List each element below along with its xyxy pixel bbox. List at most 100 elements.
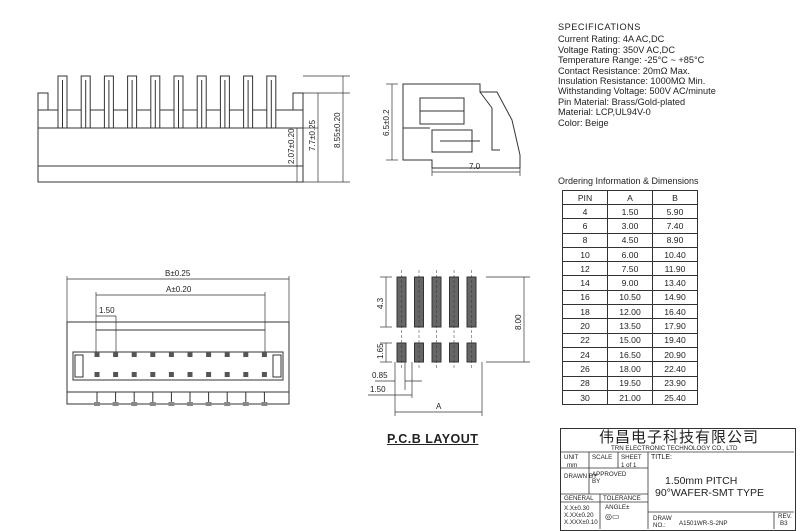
drawn-by-label: DRAWN BY bbox=[564, 473, 598, 480]
bottom-pin-pad bbox=[261, 352, 267, 357]
cell-b: 13.40 bbox=[652, 275, 698, 291]
bottom-view bbox=[66, 321, 290, 406]
dim-pcb-0-85: 0.85 bbox=[372, 371, 388, 380]
bottom-smt-lead bbox=[94, 402, 100, 406]
dim-side-7-0: 7.0 bbox=[469, 162, 481, 171]
cell-a: 7.50 bbox=[607, 261, 653, 277]
cell-b: 11.90 bbox=[652, 261, 698, 277]
bottom-smt-lead bbox=[131, 402, 138, 406]
cell-pin: 6 bbox=[562, 218, 608, 234]
dim-pcb-1-50: 1.50 bbox=[370, 385, 386, 394]
cell-pin: 26 bbox=[562, 361, 608, 377]
side-view bbox=[402, 83, 521, 169]
cell-pin: 12 bbox=[562, 261, 608, 277]
dim-front-8-55: 8.55±0.20 bbox=[333, 112, 342, 148]
bottom-pin-pad bbox=[261, 372, 267, 377]
cell-a: 4.50 bbox=[607, 232, 653, 248]
bottom-pin-pad bbox=[94, 352, 100, 357]
tolerance-3: X.XXX±0.10 bbox=[564, 519, 598, 526]
cell-b: 8.90 bbox=[652, 232, 698, 248]
approved-by-label: APPROVED BY bbox=[592, 471, 627, 485]
pcb-layout-view bbox=[396, 270, 477, 370]
bottom-pin-pad bbox=[243, 372, 249, 377]
cell-a: 3.00 bbox=[607, 218, 653, 234]
bottom-pin-pad bbox=[150, 372, 156, 377]
tolerance-2: X.XX±0.20 bbox=[564, 512, 594, 519]
sheet-label: SHEET bbox=[621, 454, 642, 461]
front-view bbox=[37, 75, 304, 183]
angle-symbol-icon: ◎▭ bbox=[605, 512, 620, 521]
unit-label: UNIT bbox=[564, 454, 579, 461]
front-housing bbox=[37, 109, 304, 183]
bottom-smt-lead bbox=[187, 402, 193, 406]
cell-b: 17.90 bbox=[652, 318, 698, 334]
spec-line: Current Rating: 4A AC,DC bbox=[558, 34, 665, 45]
cell-pin: 28 bbox=[562, 375, 608, 391]
title-label: TITLE: bbox=[651, 454, 673, 461]
cell-b: 22.40 bbox=[652, 361, 698, 377]
bottom-pin-pad bbox=[168, 352, 174, 357]
cell-b: 5.90 bbox=[652, 203, 698, 220]
cell-a: 16.50 bbox=[607, 346, 653, 363]
rev-label: REV. bbox=[778, 513, 792, 520]
dim-side-6-5: 6.5±0.2 bbox=[382, 109, 391, 136]
bottom-smt-lead bbox=[242, 402, 249, 406]
dim-pcb-8-00: 8.00 bbox=[514, 314, 523, 330]
bottom-smt-lead bbox=[224, 402, 231, 406]
bottom-pin-pad bbox=[168, 372, 174, 377]
specifications-block: SPECIFICATIONS Current Rating: 4A AC,DC … bbox=[558, 22, 716, 128]
general-label: GENERAL bbox=[564, 495, 594, 502]
cell-pin: 22 bbox=[562, 332, 608, 348]
specifications-heading: SPECIFICATIONS bbox=[558, 22, 641, 32]
cell-b: 7.40 bbox=[652, 218, 698, 234]
cell-a: 9.00 bbox=[607, 275, 653, 291]
cell-b: 14.90 bbox=[652, 289, 698, 306]
cell-b: 25.40 bbox=[652, 389, 698, 406]
cell-pin: 18 bbox=[562, 304, 608, 320]
col-header-a: A bbox=[607, 190, 653, 205]
col-header-b: B bbox=[652, 190, 698, 205]
bottom-smt-lead bbox=[205, 402, 212, 406]
draw-no-label: DRAW NO.: bbox=[653, 515, 672, 529]
cell-a: 15.00 bbox=[607, 332, 653, 348]
front-pins bbox=[57, 75, 277, 129]
sheet-value: 1 of 1 bbox=[621, 462, 637, 469]
spec-line: Voltage Rating: 350V AC,DC bbox=[558, 44, 675, 55]
table-header-row: PIN A B bbox=[562, 190, 698, 205]
pcb-layout-label: P.C.B LAYOUT bbox=[387, 432, 479, 446]
rev-value: B3 bbox=[780, 520, 788, 527]
dim-bottom-pitch: 1.50 bbox=[99, 306, 115, 315]
bottom-pin-pad bbox=[113, 352, 119, 357]
spec-line: Contact Resistance: 20mΩ Max. bbox=[558, 65, 690, 76]
draw-no: A1501WR-S-2NP bbox=[679, 520, 728, 527]
cell-pin: 4 bbox=[562, 203, 608, 220]
cell-b: 20.90 bbox=[652, 346, 698, 363]
bottom-pin-pad bbox=[224, 372, 230, 377]
cell-b: 10.40 bbox=[652, 246, 698, 263]
cell-pin: 8 bbox=[562, 232, 608, 248]
bottom-smt-lead bbox=[261, 402, 268, 406]
cell-a: 6.00 bbox=[607, 246, 653, 263]
scale-label: SCALE bbox=[592, 454, 613, 461]
bottom-smt-lead bbox=[112, 402, 119, 406]
cell-pin: 30 bbox=[562, 389, 608, 406]
title-block: 伟昌电子科技有限公司 TRN ELECTRONIC TECHNOLOGY CO.… bbox=[560, 428, 796, 531]
cell-a: 13.50 bbox=[607, 318, 653, 334]
spec-line: Temperature Range: -25°C ~ +85°C bbox=[558, 55, 705, 66]
cell-pin: 20 bbox=[562, 318, 608, 334]
bottom-pin-pad bbox=[224, 352, 230, 357]
